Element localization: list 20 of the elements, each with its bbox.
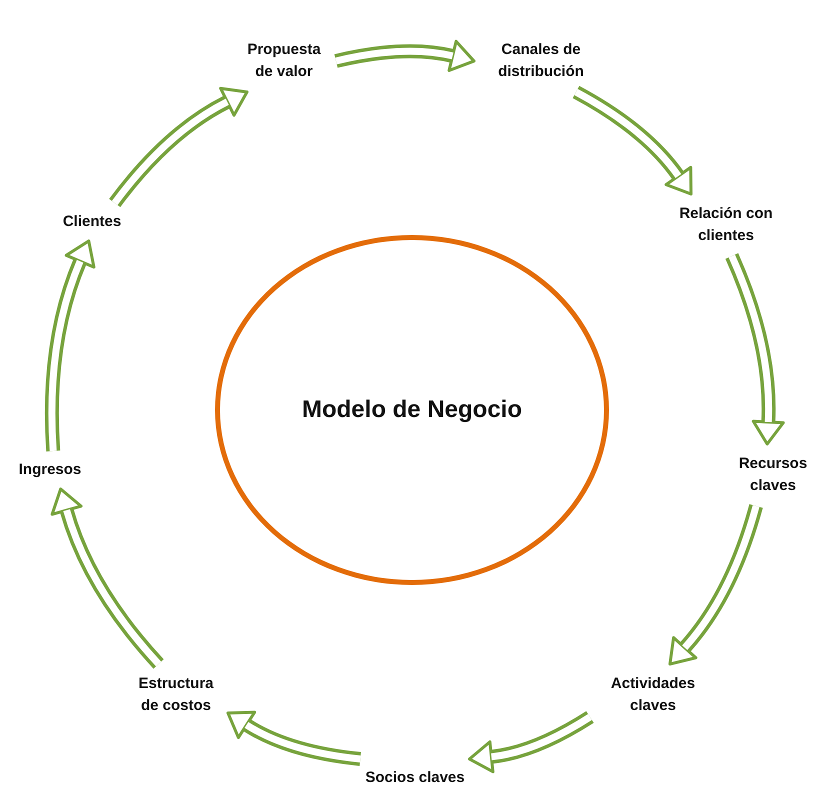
node-label: Canales de distribución: [480, 36, 602, 86]
node-label: Recursos claves: [728, 450, 818, 500]
arrow: [44, 239, 96, 452]
arrow: [50, 488, 164, 669]
ellipse-node: [215, 235, 609, 585]
arrow: [668, 504, 763, 666]
arrow: [226, 710, 362, 766]
node-label: Actividades claves: [596, 670, 710, 720]
node-label: Socios claves: [352, 765, 478, 791]
arrow: [468, 711, 594, 774]
node-label: Ingresos: [8, 457, 92, 483]
node-label: Clientes: [50, 209, 134, 235]
arrow: [334, 40, 476, 72]
title-text: Modelo de Negocio: [302, 396, 522, 424]
node-label: Propuesta de valor: [238, 36, 330, 86]
node-label: Relación con clientes: [668, 200, 784, 250]
arrow: [109, 87, 248, 208]
node-label: Estructura de costos: [130, 670, 222, 720]
arrow: [572, 86, 693, 196]
arrow: [725, 253, 785, 446]
